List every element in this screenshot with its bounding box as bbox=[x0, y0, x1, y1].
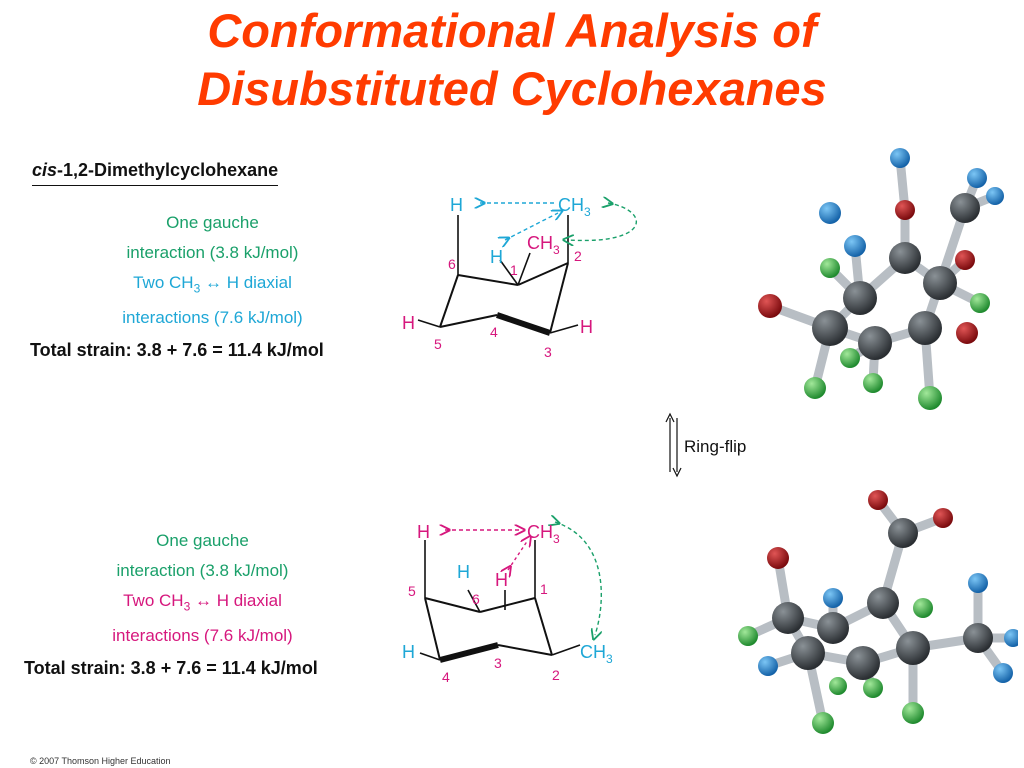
upper-num-3: 3 bbox=[544, 344, 552, 360]
lower-ball-stick-model bbox=[738, 490, 1018, 734]
upper-front-bond bbox=[496, 312, 551, 336]
lower-gauche-line2: interaction (3.8 kJ/mol) bbox=[116, 561, 289, 580]
lower-h-6: H bbox=[457, 562, 470, 582]
lower-h-left: H bbox=[402, 642, 415, 662]
lower-ch3-right: CH3 bbox=[580, 642, 613, 666]
lower-num-6: 6 bbox=[472, 591, 480, 607]
upper-num-6: 6 bbox=[448, 256, 456, 272]
upper-ch3-mid: CH3 bbox=[527, 233, 560, 257]
upper-h-left: H bbox=[402, 313, 415, 333]
title-line-1: Conformational Analysis of bbox=[207, 4, 817, 57]
upper-diaxial-line1: Two CH3 ↔ H diaxial bbox=[133, 273, 292, 296]
upper-h-mid: H bbox=[490, 247, 503, 267]
lower-num-4: 4 bbox=[442, 669, 450, 685]
upper-gauche-line2: interaction (3.8 kJ/mol) bbox=[126, 243, 299, 262]
compound-name: cis-1,2-Dimethylcyclohexane bbox=[32, 160, 279, 186]
upper-h-top: H bbox=[450, 195, 463, 215]
upper-strain-notes: One gauche interaction (3.8 kJ/mol) Two … bbox=[70, 208, 355, 333]
lower-chair-diagram: H CH3 H H H CH3 5 6 1 4 3 2 bbox=[402, 510, 613, 685]
upper-model-atoms bbox=[758, 148, 1004, 410]
upper-ball-stick-model bbox=[758, 148, 1004, 410]
upper-num-4: 4 bbox=[490, 324, 498, 340]
lower-substituent-bonds bbox=[419, 540, 581, 661]
lower-arrow-gauche bbox=[555, 522, 601, 635]
title-line-2: Disubstituted Cyclohexanes bbox=[197, 62, 827, 115]
upper-chair-diagram: H CH3 H CH3 H H 6 1 2 5 4 3 bbox=[402, 195, 637, 360]
ring-flip-label: Ring-flip bbox=[684, 437, 747, 456]
lower-gauche-line1: One gauche bbox=[156, 531, 249, 550]
upper-num-2: 2 bbox=[574, 248, 582, 264]
lower-num-5: 5 bbox=[408, 583, 416, 599]
copyright-footer: © 2007 Thomson Higher Education bbox=[30, 756, 171, 766]
upper-arrow-gauche bbox=[568, 203, 637, 240]
upper-arrow-diaxial bbox=[505, 213, 558, 240]
lower-model-atoms bbox=[738, 490, 1018, 734]
lower-num-2: 2 bbox=[552, 667, 560, 683]
upper-num-1: 1 bbox=[510, 262, 518, 278]
compound-rest: -1,2-Dimethylcyclohexane bbox=[57, 160, 279, 180]
lower-diaxial-line1: Two CH3 ↔ H diaxial bbox=[123, 591, 282, 614]
upper-h-right: H bbox=[580, 317, 593, 337]
lower-strain-notes: One gauche interaction (3.8 kJ/mol) Two … bbox=[60, 526, 345, 651]
upper-ring-bonds bbox=[439, 262, 569, 334]
lower-ch3-top: CH3 bbox=[527, 522, 560, 546]
lower-total-strain: Total strain: 3.8 + 7.6 = 11.4 kJ/mol bbox=[24, 658, 318, 678]
upper-diaxial-line2: interactions (7.6 kJ/mol) bbox=[122, 308, 303, 328]
upper-num-5: 5 bbox=[434, 336, 442, 352]
lower-arrow-diaxial bbox=[508, 540, 528, 570]
ring-flip-arrows bbox=[665, 412, 682, 478]
lower-num-1: 1 bbox=[540, 581, 548, 597]
lower-ring-bonds bbox=[424, 597, 553, 661]
slide-title: Conformational Analysis of Disubstituted… bbox=[0, 2, 1024, 118]
lower-num-3: 3 bbox=[494, 655, 502, 671]
lower-h-1: H bbox=[495, 570, 508, 590]
lower-front-bond bbox=[439, 642, 499, 663]
compound-prefix: cis bbox=[32, 160, 58, 180]
lower-diaxial-line2: interactions (7.6 kJ/mol) bbox=[112, 626, 293, 646]
lower-h-top: H bbox=[417, 522, 430, 542]
upper-gauche-line1: One gauche bbox=[166, 213, 259, 232]
upper-total-strain: Total strain: 3.8 + 7.6 = 11.4 kJ/mol bbox=[30, 340, 324, 360]
upper-ch3-top: CH3 bbox=[558, 195, 591, 219]
